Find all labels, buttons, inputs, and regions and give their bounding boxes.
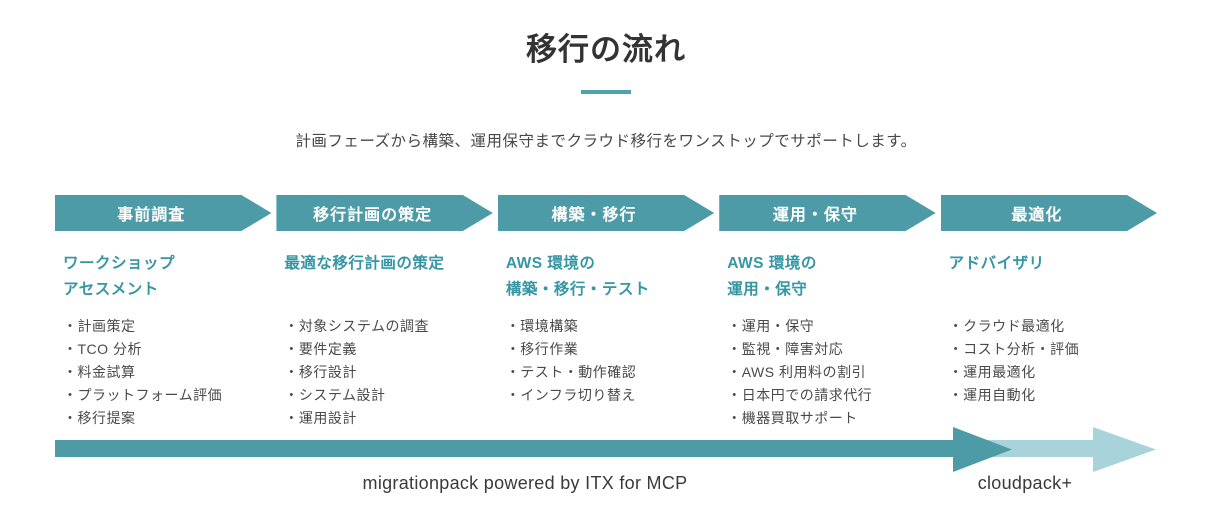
phase-arrow-icon: 移行計画の策定 [276,195,492,231]
title-divider [581,90,631,95]
list-item: ・TCO 分析 [63,341,142,357]
list-item: ・対象システムの調査 [284,318,429,334]
phase-column-build-migrate: 構築・移行 AWS 環境の 構築・移行・テスト ・環境構築 ・移行作業 ・テスト… [498,195,714,430]
phase-title-line: 運用・保守 [727,281,808,298]
phase-label: 運用・保守 [772,207,858,224]
phase-title-line: AWS 環境の [727,255,817,272]
list-item: ・要件定義 [284,341,357,357]
list-item: ・運用最適化 [948,364,1036,380]
list-item: ・運用・保守 [727,318,815,334]
flow-arrowhead-dark-icon [953,427,1012,472]
phase-title-line: 構築・移行・テスト [505,281,650,298]
list-item: ・AWS 利用料の割引 [727,364,866,380]
flow-arrow-light-bar [985,440,1095,457]
phase-label: 事前調査 [117,207,186,224]
phase-item-list: ・クラウド最適化 ・コスト分析・評価 ・運用最適化 ・運用自動化 [949,315,1151,407]
phase-column-migration-planning: 移行計画の策定 最適な移行計画の策定 ・対象システムの調査 ・要件定義 ・移行設… [276,195,492,430]
list-item: ・プラットフォーム評価 [63,387,223,403]
list-item: ・料金試算 [63,364,136,380]
list-item: ・運用設計 [284,410,357,426]
phase-column-optimization: 最適化 アドバイザリ ・クラウド最適化 ・コスト分析・評価 ・運用最適化 ・運用… [941,195,1157,430]
phase-title: ワークショップ アセスメント [63,251,265,303]
list-item: ・クラウド最適化 [948,318,1065,334]
phase-item-list: ・対象システムの調査 ・要件定義 ・移行設計 ・システム設計 ・運用設計 [284,315,486,430]
phase-title-line: AWS 環境の [505,255,596,272]
cloudpack-label: cloudpack+ [977,473,1073,493]
migrationpack-label: migrationpack powered by ITX for MCP [362,473,688,493]
phase-arrow-icon: 運用・保守 [719,195,935,231]
phase-arrow-icon: 最適化 [941,195,1157,231]
list-item: ・インフラ切り替え [505,387,636,403]
phase-title-line: アドバイザリ [948,255,1045,272]
phase-label: 移行計画の策定 [313,207,433,224]
list-item: ・移行作業 [505,341,579,357]
phase-item-list: ・運用・保守 ・監視・障害対応 ・AWS 利用料の割引 ・日本円での請求代行 ・… [727,315,929,430]
phase-column-operation-maintenance: 運用・保守 AWS 環境の 運用・保守 ・運用・保守 ・監視・障害対応 ・AWS… [719,195,935,430]
phase-label: 最適化 [1011,207,1063,224]
list-item: ・日本円での請求代行 [727,387,873,403]
phase-arrow-icon: 構築・移行 [498,195,714,231]
list-item: ・機器買取サポート [727,410,858,426]
list-item: ・環境構築 [505,318,579,334]
list-item: ・移行提案 [63,410,136,426]
flow-arrowhead-light-icon [1093,427,1156,472]
list-item: ・計画策定 [63,318,136,334]
list-item: ・移行設計 [284,364,357,380]
phase-title-line: ワークショップ [63,255,176,272]
phase-arrow-icon: 事前調査 [55,195,271,231]
list-item: ・システム設計 [284,387,386,403]
phase-title-line: アセスメント [63,281,159,298]
phase-column-preliminary-survey: 事前調査 ワークショップ アセスメント ・計画策定 ・TCO 分析 ・料金試算 … [55,195,271,430]
phase-columns: 事前調査 ワークショップ アセスメント ・計画策定 ・TCO 分析 ・料金試算 … [55,195,1157,430]
phase-title: AWS 環境の 運用・保守 [727,251,929,303]
list-item: ・運用自動化 [948,387,1036,403]
diagram-header: 移行の流れ 計画フェーズから構築、運用保守までクラウド移行をワンストップでサポー… [55,0,1157,151]
phase-title: AWS 環境の 構築・移行・テスト [506,251,708,303]
phase-title: 最適な移行計画の策定 [284,251,486,303]
phase-title-line: 最適な移行計画の策定 [284,255,445,272]
phase-title: アドバイザリ [949,251,1151,303]
phase-label: 構築・移行 [551,207,637,224]
flow-arrow-dark-bar [55,440,955,457]
phase-item-list: ・環境構築 ・移行作業 ・テスト・動作確認 ・インフラ切り替え [506,315,708,407]
page-subtitle: 計画フェーズから構築、運用保守までクラウド移行をワンストップでサポートします。 [295,133,917,151]
phase-item-list: ・計画策定 ・TCO 分析 ・料金試算 ・プラットフォーム評価 ・移行提案 [63,315,265,430]
list-item: ・コスト分析・評価 [948,341,1080,357]
list-item: ・テスト・動作確認 [505,364,637,380]
page-title: 移行の流れ [526,32,686,67]
list-item: ・監視・障害対応 [727,341,844,357]
